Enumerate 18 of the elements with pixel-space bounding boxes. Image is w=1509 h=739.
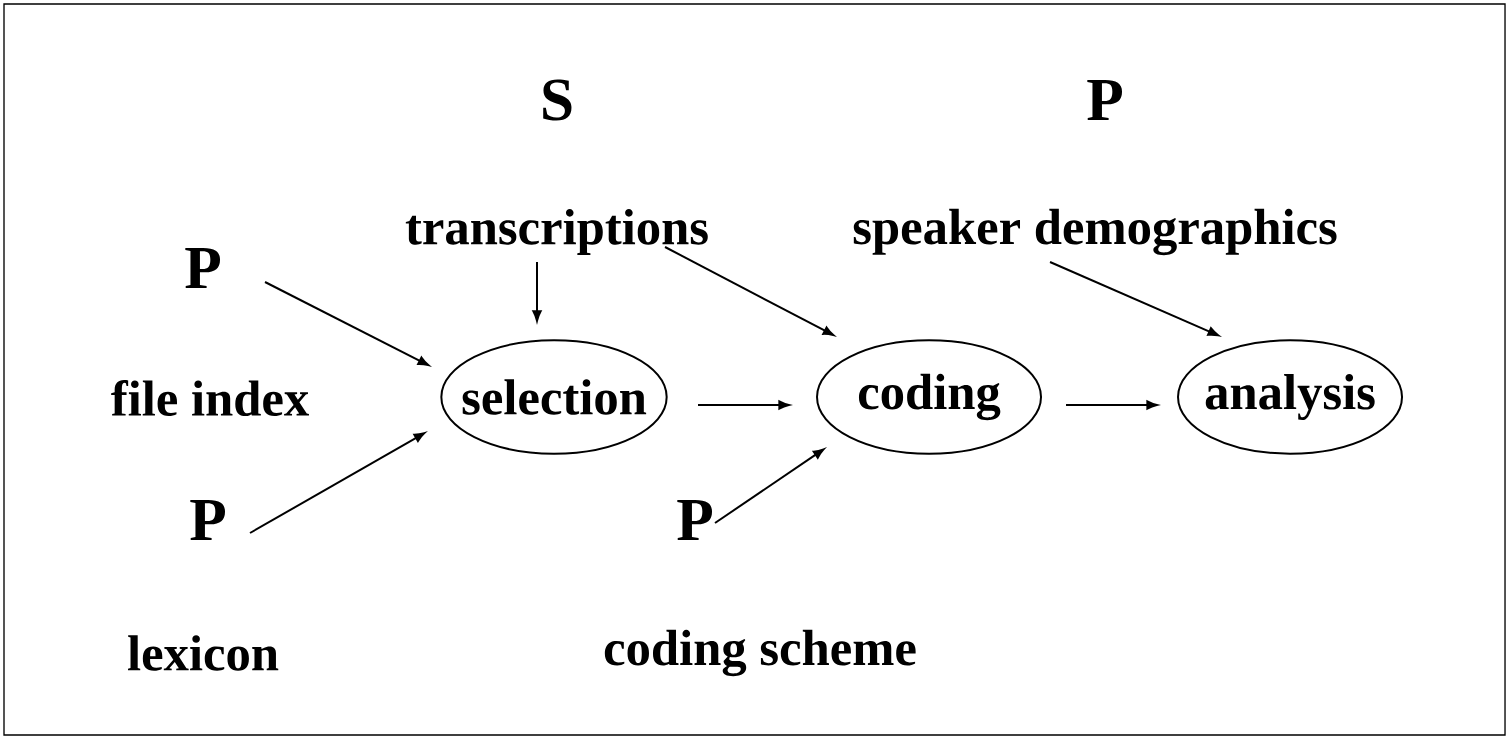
source-label: file index (111, 379, 309, 417)
arrow (264, 281, 430, 367)
arrow (664, 246, 835, 337)
letter: P (185, 247, 220, 289)
letter: P (190, 499, 225, 541)
source-label: speaker demographics (853, 208, 1337, 256)
arrow (1049, 261, 1220, 337)
letter: S (543, 79, 572, 121)
arrow (697, 400, 790, 410)
letter: P (677, 499, 712, 541)
arrow (714, 448, 825, 524)
arrow (1065, 400, 1158, 410)
arrow (249, 432, 426, 534)
letter: P (1087, 79, 1122, 121)
source-label: transcriptions (405, 209, 708, 255)
source-label: lexicon (128, 635, 279, 671)
source-label: coding scheme (604, 629, 916, 677)
arrow (532, 261, 542, 322)
